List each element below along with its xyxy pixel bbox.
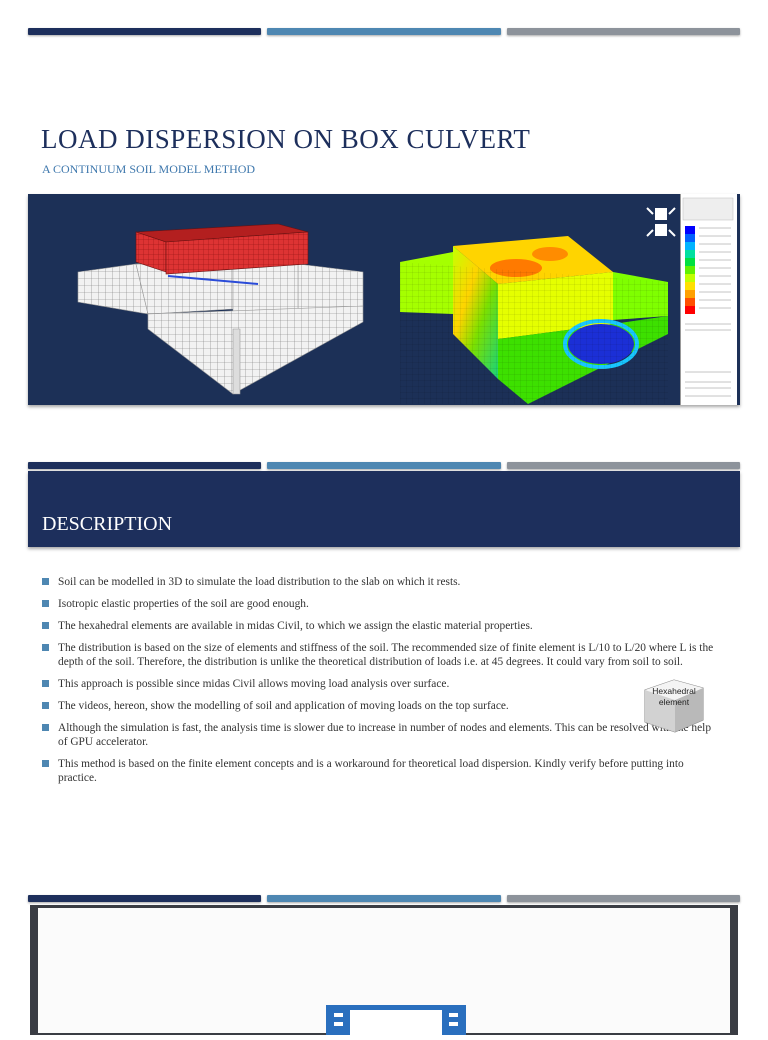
list-item: This method is based on the finite eleme… [42, 757, 722, 785]
slide-top-bars [28, 28, 740, 35]
square-bullet-icon [42, 702, 49, 709]
navy-bar [28, 28, 262, 35]
list-item: Although the simulation is fast, the ana… [42, 721, 722, 749]
navy-bar [28, 895, 262, 902]
square-bullet-icon [42, 680, 49, 687]
film-screen [350, 1010, 442, 1040]
film-hole [334, 1022, 343, 1026]
gray-bar [506, 462, 740, 469]
navy-bar [28, 462, 262, 469]
slide-top-bars [28, 895, 740, 902]
fem-model-image [28, 194, 740, 405]
square-bullet-icon [42, 760, 49, 767]
legend-color-scale [682, 197, 734, 397]
description-bullet-list: Soil can be modelled in 3D to simulate t… [42, 575, 722, 793]
film-strip-icon[interactable] [326, 1005, 466, 1040]
slide-subtitle: A CONTINUUM SOIL MODEL METHOD [42, 162, 256, 176]
blue-bar [267, 28, 501, 35]
blue-bar [267, 462, 501, 469]
film-hole [449, 1013, 458, 1017]
list-item: Isotropic elastic properties of the soil… [42, 597, 722, 611]
square-bullet-icon [42, 622, 49, 629]
contour-result-model [400, 236, 668, 404]
video-canvas [38, 908, 730, 1040]
contour-legend [680, 194, 737, 405]
list-item: Soil can be modelled in 3D to simulate t… [42, 575, 722, 589]
gray-bar [506, 895, 740, 902]
gray-bar [506, 28, 740, 35]
description-heading: DESCRIPTION [42, 513, 173, 535]
square-bullet-icon [42, 644, 49, 651]
list-item: This approach is possible since midas Ci… [42, 677, 618, 691]
film-hole [334, 1013, 343, 1017]
description-header-band: DESCRIPTION [28, 471, 740, 547]
view-cube-icon[interactable] [645, 206, 677, 238]
slide-top-bars [28, 462, 740, 469]
video-frame [30, 905, 738, 1040]
list-item: The hexahedral elements are available in… [42, 619, 722, 633]
fem-model-illustration [77, 206, 677, 404]
hexahedral-cube-icon [644, 679, 704, 733]
hexahedral-element-label: Hexahedral element [652, 686, 696, 707]
slide-title: LOAD DISPERSION ON BOX CULVERT [41, 124, 531, 154]
film-hole [449, 1022, 458, 1026]
square-bullet-icon [42, 724, 49, 731]
square-bullet-icon [42, 578, 49, 585]
square-bullet-icon [42, 600, 49, 607]
list-item: The distribution is based on the size of… [42, 641, 722, 669]
blue-bar [267, 895, 501, 902]
list-item: The videos, hereon, show the modelling o… [42, 699, 618, 713]
soil-mesh-model [77, 223, 364, 395]
